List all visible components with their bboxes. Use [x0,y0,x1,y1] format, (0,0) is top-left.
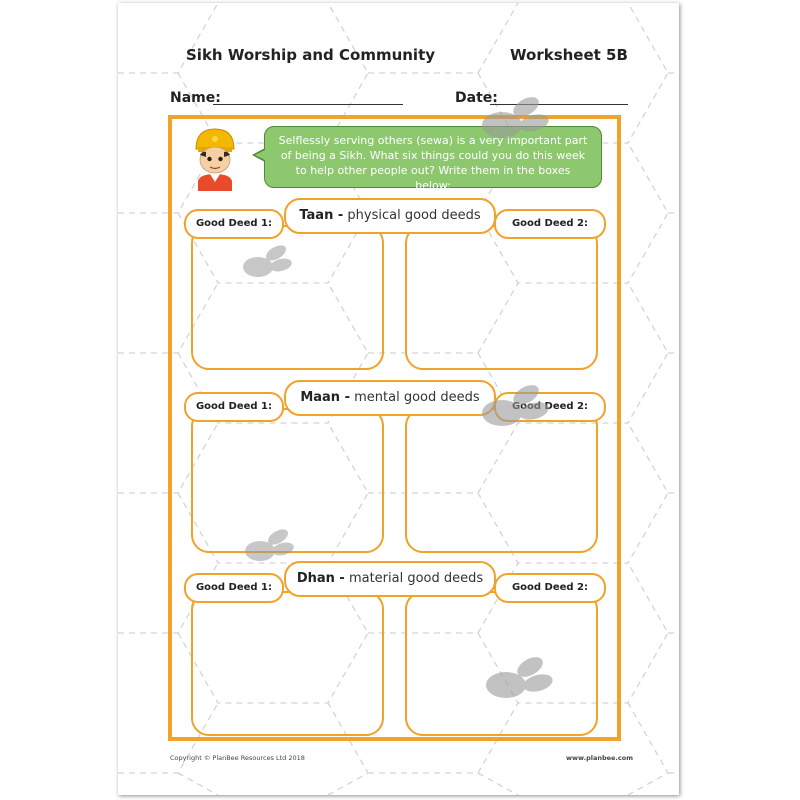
worksheet-page: Sikh Worship and Community Worksheet 5B … [118,3,679,795]
section-title-dhan: Dhan - material good deeds [284,561,496,597]
bubble-tail-inner [255,150,265,160]
section-desc: mental good deeds [354,390,480,405]
worksheet-title: Sikh Worship and Community [186,46,436,64]
date-field[interactable] [490,104,628,105]
worksheet-frame [168,115,621,741]
good-deed-2-label-taan: Good Deed 2: [494,209,606,239]
section-title-maan: Maan - mental good deeds [284,380,496,416]
name-label: Name: [170,90,221,106]
instruction-bubble: Selflessly serving others (sewa) is a ve… [264,126,602,192]
good-deed-1-label-dhan: Good Deed 1: [184,573,284,603]
bee-watermark-icon [482,97,549,138]
good-deed-2-box-taan[interactable] [405,225,598,370]
section-name: Dhan - [296,571,345,586]
bee-watermark-icon [243,245,292,277]
name-field[interactable] [213,104,403,105]
good-deed-1-box-dhan[interactable] [191,591,384,736]
sikh-boy-avatar-icon [195,128,235,191]
section-name: Maan - [300,390,350,405]
bee-watermark-icon [482,385,549,426]
section-desc: material good deeds [348,571,484,586]
good-deed-1-label-maan: Good Deed 1: [184,392,284,422]
good-deed-1-label-taan: Good Deed 1: [184,209,284,239]
date-label: Date: [455,90,498,106]
worksheet-number: Worksheet 5B [510,46,628,64]
section-desc: physical good deeds [347,208,481,223]
bee-watermark-icon [245,529,294,561]
section-name: Taan - [299,208,344,223]
section-title-taan: Taan - physical good deeds [284,198,496,234]
good-deed-2-label-maan: Good Deed 2: [494,392,606,422]
bee-watermark-icon [486,657,553,698]
good-deed-2-label-dhan: Good Deed 2: [494,573,606,603]
website-link[interactable]: www.planbee.com [566,754,633,762]
copyright-text: Copyright © PlanBee Resources Ltd 2018 [170,754,305,762]
